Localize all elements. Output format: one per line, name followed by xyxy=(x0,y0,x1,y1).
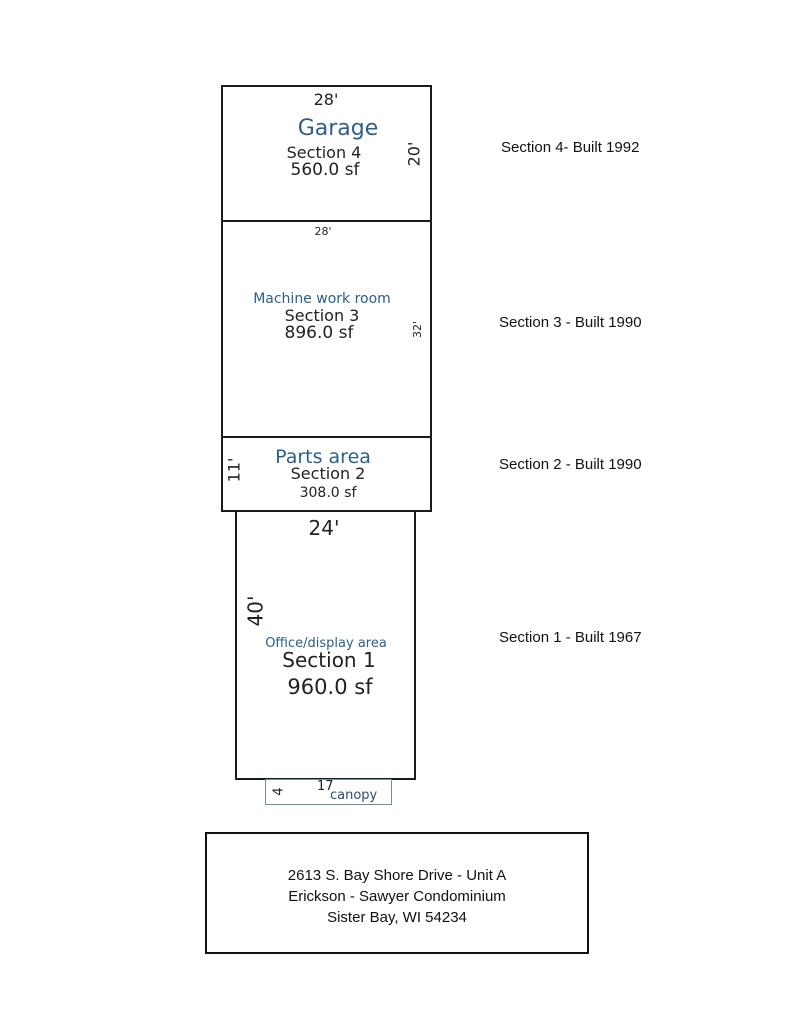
section-4-width: 28' xyxy=(313,90,339,109)
section-3-label: Section 3 xyxy=(284,306,360,325)
section-2-note: Section 2 - Built 1990 xyxy=(499,456,642,473)
canopy-depth: 4 xyxy=(271,787,287,796)
section-1-note: Section 1 - Built 1967 xyxy=(499,629,642,646)
section-1-label: Section 1 xyxy=(282,648,376,672)
section-4-depth: 20' xyxy=(404,141,424,167)
section-1-area: 960.0 sf xyxy=(287,675,373,699)
section-1-name: Office/display area xyxy=(265,636,387,651)
section-3-area: 896.0 sf xyxy=(284,323,354,343)
section-2-label: Section 2 xyxy=(290,464,366,483)
section-3-note: Section 3 - Built 1990 xyxy=(499,314,642,331)
section-2-area: 308.0 sf xyxy=(299,485,357,501)
section-4-name: Garage xyxy=(297,116,379,141)
section-1-width: 24' xyxy=(308,516,340,540)
canopy-width: 17 xyxy=(317,779,334,794)
section-3-depth: 32' xyxy=(411,320,425,339)
section-4-label: Section 4 xyxy=(286,143,362,162)
section-3-width: 28' xyxy=(314,225,332,238)
section-2-name: Parts area xyxy=(275,446,371,468)
address-line-3: Sister Bay, WI 54234 xyxy=(327,909,467,926)
address-line-2: Erickson - Sawyer Condominium xyxy=(288,888,506,905)
canopy-label: canopy xyxy=(330,788,378,803)
canopy-outline xyxy=(265,779,392,805)
section-4-note: Section 4- Built 1992 xyxy=(501,139,640,156)
section-3-name: Machine work room xyxy=(253,291,391,307)
address-line-1: 2613 S. Bay Shore Drive - Unit A xyxy=(287,867,507,884)
address-box: 2613 S. Bay Shore Drive - Unit A Erickso… xyxy=(205,832,589,954)
section-2-depth: 11' xyxy=(224,457,244,483)
section-1-depth: 40' xyxy=(243,595,268,627)
section-4-area: 560.0 sf xyxy=(290,160,360,180)
